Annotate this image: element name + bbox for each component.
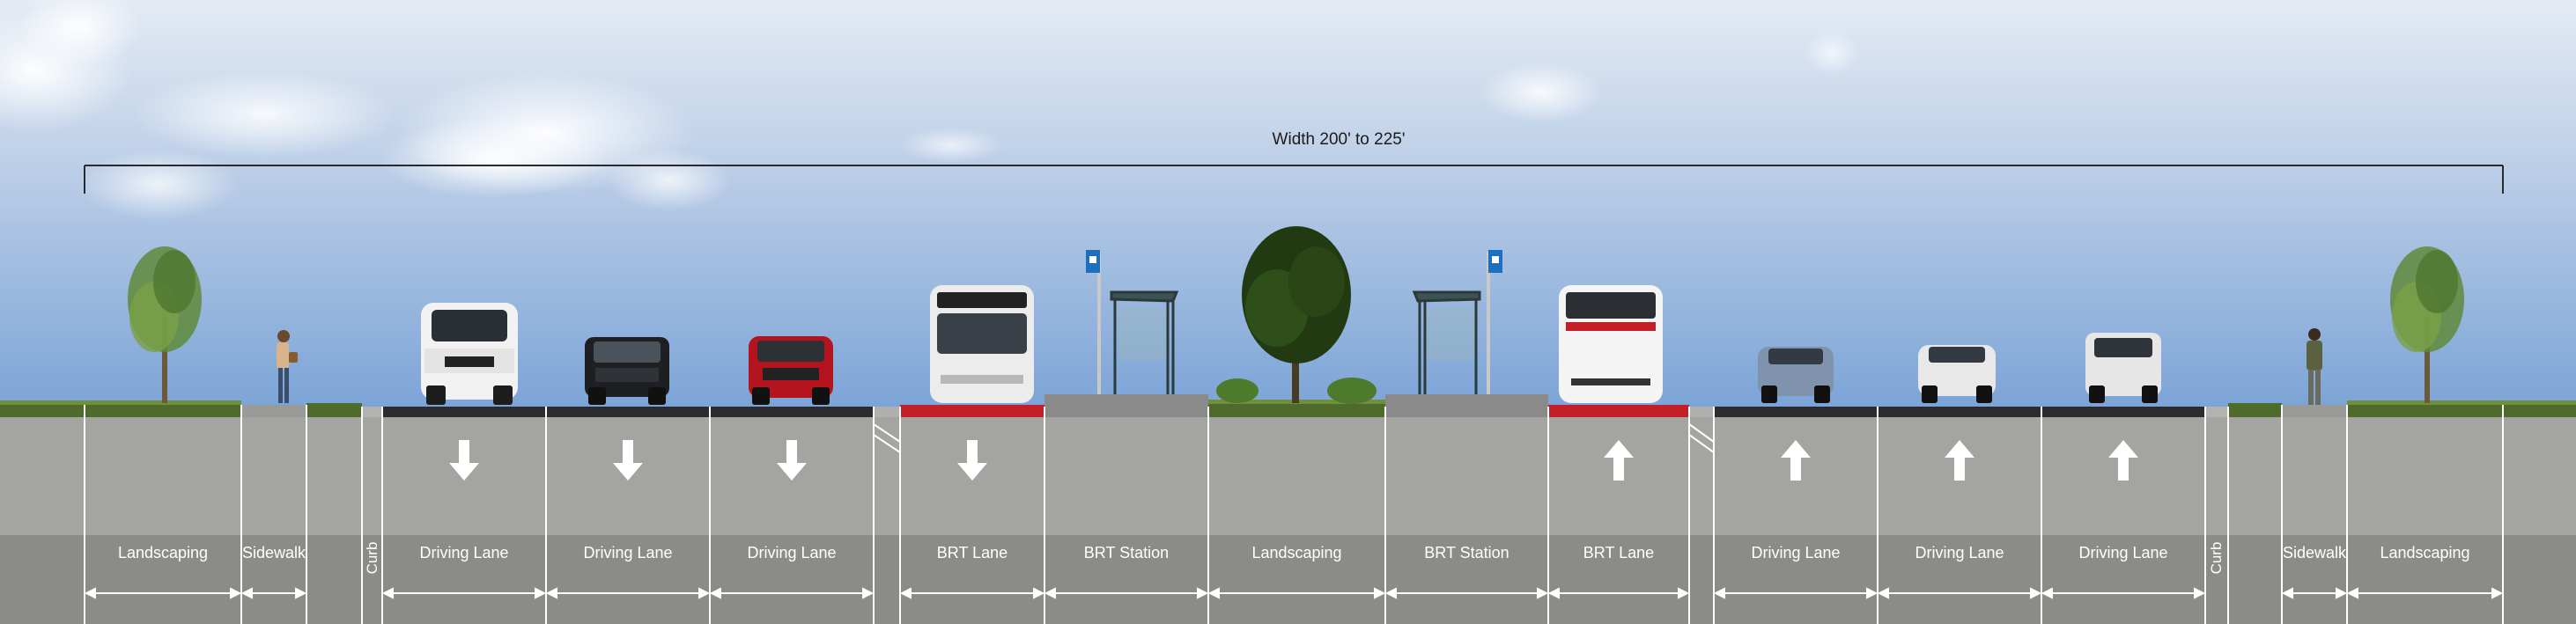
measure-arrowhead-left: [1044, 587, 1056, 599]
measure-arrowhead-right: [698, 587, 711, 599]
tree-right: [2390, 246, 2464, 403]
segment-label-landscape: Landscaping: [117, 544, 209, 562]
measure-arrowhead-right: [1678, 587, 1690, 599]
measure-arrowhead-left: [84, 587, 96, 599]
measure-arrowhead-left: [1384, 587, 1397, 599]
measure-arrowhead-left: [709, 587, 721, 599]
measure-arrowhead-right: [1197, 587, 1209, 599]
lane-direction-down-icon: [613, 440, 643, 481]
measure-arrowhead-right: [2194, 587, 2206, 599]
tree-left: [128, 246, 202, 403]
measure-arrowhead-left: [2346, 587, 2358, 599]
lane-direction-down-icon: [449, 440, 479, 481]
segment-label-brt: BRT Lane: [1583, 544, 1655, 562]
measure-arrowhead-right: [1537, 587, 1549, 599]
measure-arrows: [84, 587, 2504, 599]
measure-arrowhead-right: [2030, 587, 2042, 599]
lane-direction-up-icon: [1604, 440, 1634, 481]
measure-arrowhead-left: [545, 587, 557, 599]
segment-label-road: Driving Lane: [2078, 544, 2168, 562]
measure-arrowhead-right: [2336, 587, 2348, 599]
measure-arrowhead-left: [1547, 587, 1560, 599]
bus-stop-sign-left: [1086, 250, 1101, 394]
segment-label-sidewalk: Sidewalk: [241, 544, 306, 562]
bus-right: [1559, 285, 1663, 403]
bus-stop-sign-right: [1487, 250, 1502, 394]
segment-label-station: BRT Station: [1083, 544, 1170, 562]
measure-arrowhead-left: [240, 587, 253, 599]
bus-left: [930, 285, 1034, 403]
measure-arrowhead-left: [2281, 587, 2293, 599]
segment-label-landscape: Landscaping: [2380, 544, 2470, 562]
bus-shelter-right: [1412, 290, 1481, 394]
surfaces: [0, 394, 2576, 417]
measure-arrowhead-left: [1207, 587, 1220, 599]
segment-label-road: Driving Lane: [419, 544, 509, 562]
bus-shelter-left: [1110, 290, 1179, 394]
measure-arrowhead-right: [862, 587, 875, 599]
segment-label-sidewalk: Sidewalk: [2282, 544, 2347, 562]
measure-arrowhead-left: [899, 587, 912, 599]
measure-arrowhead-right: [1033, 587, 1045, 599]
segment-label-curb: Curb: [2208, 541, 2225, 575]
lane-direction-up-icon: [1945, 440, 1974, 481]
width-dimension-label: Width 200' to 225': [1272, 130, 1406, 149]
lane-direction-up-icon: [2108, 440, 2138, 481]
lane-direction-down-icon: [777, 440, 807, 481]
measure-arrowhead-right: [2491, 587, 2504, 599]
suv-red: [749, 336, 833, 405]
measure-arrowhead-right: [295, 587, 307, 599]
segment-label-station: BRT Station: [1424, 544, 1509, 562]
measure-arrowhead-right: [535, 587, 547, 599]
measure-arrowhead-left: [2041, 587, 2053, 599]
segment-label-road: Driving Lane: [1915, 544, 2004, 562]
measure-arrowhead-right: [1866, 587, 1878, 599]
lane-direction-up-icon: [1781, 440, 1811, 481]
tree-median: [1216, 226, 1377, 404]
sedan-blue: [1758, 347, 1834, 403]
suv-white: [2085, 333, 2161, 403]
segment-dividers: [84, 405, 2504, 624]
segment-label-brt: BRT Lane: [936, 544, 1008, 562]
pedestrian-right: [2307, 328, 2322, 405]
measure-arrowhead-left: [381, 587, 394, 599]
measure-arrowhead-right: [230, 587, 242, 599]
segment-label-curb: Curb: [363, 541, 380, 575]
measure-arrowhead-right: [1374, 587, 1386, 599]
pedestrian-left: [277, 330, 298, 403]
segment-label-road: Driving Lane: [1751, 544, 1841, 562]
van-white: [421, 303, 518, 405]
segment-label-road: Driving Lane: [747, 544, 837, 562]
ground-lower-band: [0, 535, 2576, 624]
lane-direction-down-icon: [957, 440, 987, 481]
segment-label-median: Landscaping: [1251, 544, 1342, 562]
measure-arrowhead-left: [1877, 587, 1889, 599]
suv-black: [585, 337, 669, 405]
width-dimension-bracket: [84, 165, 2504, 194]
sedan-white: [1918, 345, 1996, 403]
measure-arrowhead-left: [1713, 587, 1725, 599]
ground-upper: [0, 414, 2576, 535]
segment-label-road: Driving Lane: [583, 544, 673, 562]
